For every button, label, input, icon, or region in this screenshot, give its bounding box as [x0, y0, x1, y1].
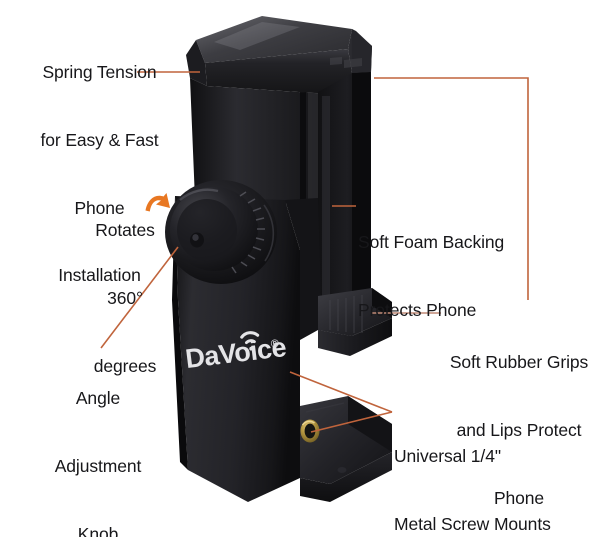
- base-foot-front: [300, 452, 392, 502]
- clamp-notch-highlight: [344, 58, 362, 68]
- callout-line: Knob: [77, 523, 119, 537]
- rubber-grip-lip: [318, 288, 392, 356]
- callout-line: Adjustment: [54, 455, 142, 476]
- callout-soft-rubber-grips: Soft Rubber Grips and Lips Protect Phone: [444, 306, 594, 537]
- tripod-screw-socket: [300, 419, 320, 443]
- callout-soft-foam-backing: Soft Foam Backing Protects Phone: [358, 186, 558, 367]
- sliding-jaw-shadow-side: [352, 72, 371, 336]
- leader-rubber-grips-top: [374, 77, 529, 300]
- callout-line: 360°: [107, 287, 143, 308]
- callout-line: degrees: [93, 355, 157, 376]
- knob-backplate-rim: [263, 204, 275, 262]
- wifi-arc-icon: [240, 331, 260, 351]
- sliding-jaw-edge-highlight: [322, 96, 330, 326]
- main-body-left-edge: [172, 196, 188, 470]
- callout-line: Rotates: [95, 220, 155, 241]
- leader-lines: [100, 71, 529, 433]
- callout-rotates-360: Rotates 360° degrees: [70, 174, 180, 422]
- callout-line: Phone: [493, 487, 545, 508]
- callout-line: Universal 1/4": [394, 446, 501, 467]
- clamp-arm-seam: [300, 92, 306, 210]
- phone-holder-product: DaVoice ®: [165, 16, 392, 502]
- leader-screw-lower: [310, 411, 393, 433]
- base-foot-seam-dot: [337, 467, 347, 473]
- base-foot-right: [348, 396, 392, 452]
- rotation-arrow-shape: [145, 193, 170, 212]
- clamp-upper-arm: [190, 78, 345, 210]
- callout-line: Metal Screw Mounts: [394, 513, 551, 534]
- brand-registered-mark: ®: [270, 338, 280, 351]
- clamp-arm-face: [190, 78, 345, 205]
- callout-line: Protects Phone: [358, 299, 477, 320]
- top-clamp-jaw: [186, 16, 372, 95]
- clamp-top-gloss: [214, 22, 300, 50]
- callout-line: and Lips Protect: [456, 419, 582, 440]
- main-body-right-wall: [285, 198, 322, 340]
- base-foot-top-highlight: [305, 402, 345, 413]
- callout-spring-tension: Spring Tension for Easy & Fast Phone Ins…: [12, 16, 187, 332]
- grip-lip-front: [318, 318, 392, 356]
- rotation-arrow-icon: [145, 193, 170, 212]
- callout-line: Soft Rubber Grips: [449, 352, 589, 373]
- knob-inner-cap: [177, 199, 237, 261]
- clamp-cap-front: [205, 49, 352, 95]
- callout-universal-screw-mounts: Universal 1/4" Metal Screw Mounts: [394, 400, 594, 537]
- callout-line: Installation: [58, 265, 141, 286]
- knob-knurl-ridges: [231, 191, 265, 274]
- callout-line: Phone: [74, 197, 125, 218]
- knob-center-highlight: [192, 234, 199, 241]
- clamp-arm-highlight: [308, 92, 318, 208]
- base-foot: [300, 396, 392, 502]
- clamp-notch-highlight-2: [330, 57, 342, 65]
- angle-adjustment-knob: [165, 180, 277, 284]
- leader-angle-knob: [100, 246, 179, 349]
- sliding-jaw-column: [318, 72, 371, 336]
- callout-angle-adjustment-knob: Angle Adjustment Knob: [28, 342, 168, 537]
- grip-lip-ribs: [329, 295, 363, 333]
- clamp-top-face: [196, 16, 352, 63]
- knob-specular: [179, 188, 219, 201]
- leader-screw-upper: [289, 371, 393, 413]
- callout-line: for Easy & Fast: [40, 129, 159, 150]
- grip-lip-side: [372, 288, 392, 318]
- clamp-cap-left-facet: [186, 40, 207, 86]
- callout-line: Angle: [75, 388, 121, 409]
- callout-line: Spring Tension: [42, 62, 157, 83]
- callout-line: Soft Foam Backing: [358, 232, 505, 253]
